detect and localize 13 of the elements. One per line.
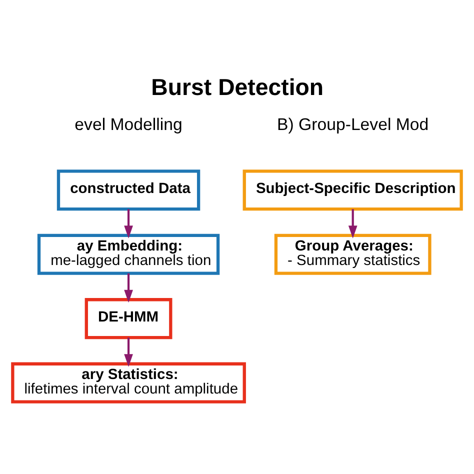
node-box: Subject-Specific Description: [242, 169, 463, 210]
node-box: ay Embedding: me-lagged channels tion: [37, 233, 220, 274]
node-box: constructed Data: [56, 169, 200, 210]
arrow: [124, 208, 133, 238]
diagram-title: Burst Detection: [151, 73, 324, 100]
label: B) Group-Level Mod: [277, 114, 429, 134]
arrow: [124, 337, 133, 366]
node-box: DE-HMM: [84, 298, 172, 339]
label: evel Modelling: [74, 114, 182, 134]
node-box: ary Statistics: lifetimes interval count amplitude: [11, 362, 246, 403]
node-box: Group Averages: - Summary statistics: [274, 233, 432, 274]
arrow: [124, 272, 133, 302]
arrow: [348, 208, 358, 238]
